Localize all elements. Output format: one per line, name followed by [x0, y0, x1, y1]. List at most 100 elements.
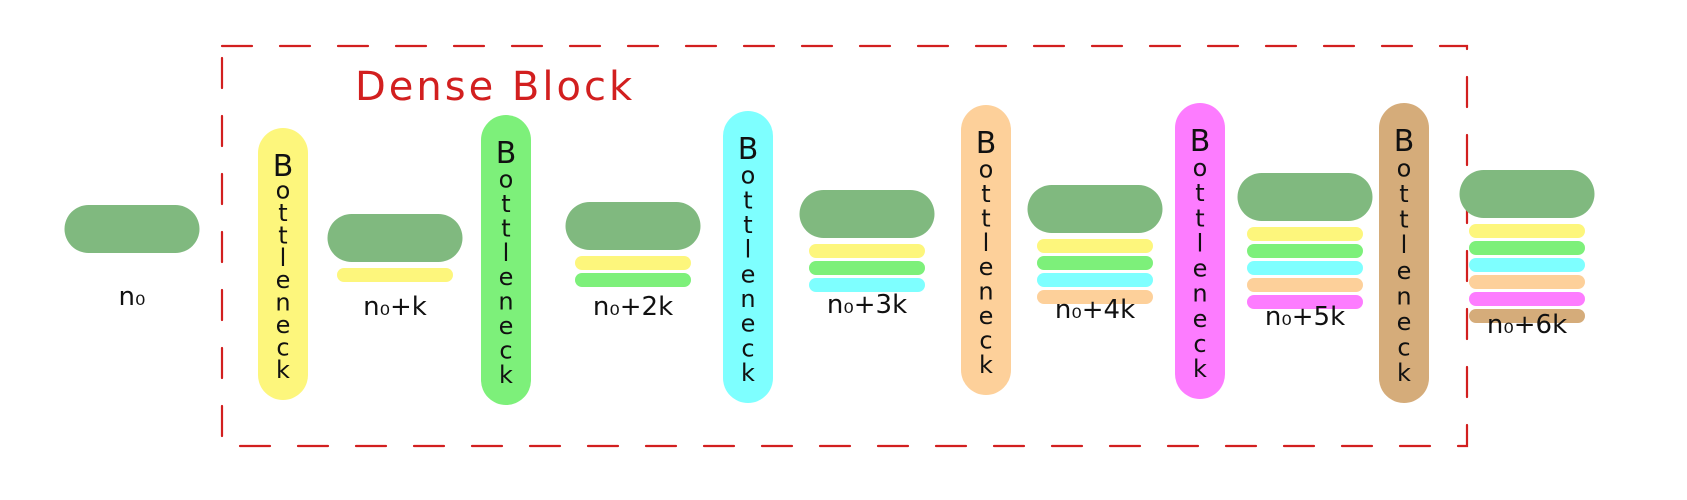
- growth-layer-4: [1247, 278, 1363, 292]
- stages: n₀ n₀+k n₀+2k n₀+3k n₀+4k n₀+5k n₀+6k: [64, 170, 1595, 340]
- input-feature-map: [799, 190, 935, 238]
- bottleneck-letter: B: [1190, 124, 1211, 159]
- growth-layer-1: [1247, 227, 1363, 241]
- bottleneck-letter: t: [981, 180, 990, 208]
- bottleneck-letter: l: [1197, 229, 1204, 257]
- bottleneck-letter: o: [979, 155, 994, 183]
- bottleneck-letter: t: [1399, 206, 1408, 234]
- stage-5: n₀+5k: [1237, 173, 1373, 332]
- bottleneck-letter: l: [983, 229, 990, 257]
- bottleneck-letter: e: [499, 263, 514, 291]
- bottleneck-letter: n: [498, 288, 513, 316]
- input-feature-map: [565, 202, 701, 250]
- bottleneck-letter: l: [1401, 231, 1408, 259]
- growth-layer-2: [1469, 241, 1585, 255]
- bottleneck-letter: t: [278, 221, 287, 249]
- bottleneck-letter: n: [1396, 282, 1411, 310]
- bottleneck-letter: e: [1193, 305, 1208, 333]
- input-feature-map: [327, 214, 463, 262]
- bottleneck-letter: k: [979, 351, 993, 379]
- bottleneck-letter: c: [1397, 333, 1410, 361]
- stage-label: n₀+4k: [1055, 295, 1135, 325]
- stage-1: n₀+k: [327, 214, 463, 322]
- bottleneck-letter: e: [499, 312, 514, 340]
- bottleneck-letter: B: [273, 149, 294, 184]
- input-feature-map: [64, 205, 200, 253]
- bottlenecks: BottleneckBottleneckBottleneckBottleneck…: [258, 103, 1429, 405]
- growth-layer-5: [1469, 292, 1585, 306]
- stage-4: n₀+4k: [1027, 185, 1163, 325]
- bottleneck-letter: t: [1195, 204, 1204, 232]
- bottleneck-letter: t: [743, 186, 752, 214]
- bottleneck-letter: o: [499, 165, 514, 193]
- bottleneck-letter: e: [979, 253, 994, 281]
- bottleneck-letter: e: [1397, 308, 1412, 336]
- growth-layer-2: [575, 273, 691, 287]
- growth-layer-1: [337, 268, 453, 282]
- bottleneck-letter: n: [740, 285, 755, 313]
- bottleneck-letter: B: [976, 126, 997, 161]
- bottleneck-letter: e: [741, 260, 756, 288]
- bottleneck-letter: o: [276, 176, 291, 204]
- stage-3: n₀+3k: [799, 190, 935, 320]
- bottleneck-letter: n: [1192, 280, 1207, 308]
- bottleneck-letter: l: [280, 244, 287, 272]
- bottleneck-letter: l: [745, 236, 752, 264]
- bottleneck-pill: [481, 115, 531, 405]
- bottleneck-letter: k: [1193, 355, 1207, 383]
- dense-block-border: [220, 44, 1469, 448]
- growth-layer-1: [575, 256, 691, 270]
- growth-layer-6: [1469, 309, 1585, 323]
- growth-layer-5: [1247, 295, 1363, 309]
- growth-layer-3: [809, 278, 925, 292]
- stage-label: n₀+3k: [827, 290, 907, 320]
- stage-6: n₀+6k: [1459, 170, 1595, 340]
- bottleneck-letter: t: [501, 190, 510, 218]
- bottleneck-pill: [1175, 103, 1225, 399]
- bottleneck-pill: [961, 105, 1011, 395]
- bottleneck-letter: o: [1193, 154, 1208, 182]
- bottleneck-letter: c: [1193, 330, 1206, 358]
- bottleneck-letter: c: [741, 334, 754, 362]
- bottleneck-letter: k: [1397, 359, 1411, 387]
- bottleneck-letter: B: [738, 132, 759, 167]
- bottleneck-letter: e: [1193, 255, 1208, 283]
- input-feature-map: [1459, 170, 1595, 218]
- bottleneck-letter: t: [1195, 179, 1204, 207]
- bottleneck-letter: e: [741, 310, 756, 338]
- stage-label: n₀+6k: [1487, 310, 1567, 340]
- bottleneck-pill: [258, 128, 308, 400]
- stage-label: n₀+2k: [593, 292, 673, 322]
- bottleneck-letter: k: [276, 356, 290, 384]
- input-feature-map: [1237, 173, 1373, 221]
- bottleneck-letter: B: [1394, 124, 1415, 159]
- bottleneck-letter: k: [499, 361, 513, 389]
- bottleneck-letter: k: [741, 359, 755, 387]
- bottleneck-letter: o: [1397, 155, 1412, 183]
- bottleneck-letter: e: [276, 266, 291, 294]
- stage-label: n₀: [119, 282, 146, 312]
- bottleneck-letter: t: [981, 204, 990, 232]
- input-feature-map: [1027, 185, 1163, 233]
- bottleneck-letter: e: [276, 311, 291, 339]
- growth-layer-4: [1037, 290, 1153, 304]
- growth-layer-3: [1037, 273, 1153, 287]
- bottleneck-letter: t: [501, 214, 510, 242]
- bottleneck-letter: c: [499, 337, 512, 365]
- growth-layer-2: [1247, 244, 1363, 258]
- bottleneck-letter: e: [1397, 257, 1412, 285]
- bottleneck-letter: c: [979, 327, 992, 355]
- growth-layer-2: [809, 261, 925, 275]
- bottleneck-letter: l: [503, 239, 510, 267]
- bottleneck-pill: [1379, 103, 1429, 403]
- bottleneck-letter: t: [1399, 180, 1408, 208]
- growth-layer-4: [1469, 275, 1585, 289]
- growth-layer-2: [1037, 256, 1153, 270]
- growth-layer-1: [809, 244, 925, 258]
- dense-block-title: Dense Block: [355, 64, 635, 110]
- stage-label: n₀+k: [363, 292, 427, 322]
